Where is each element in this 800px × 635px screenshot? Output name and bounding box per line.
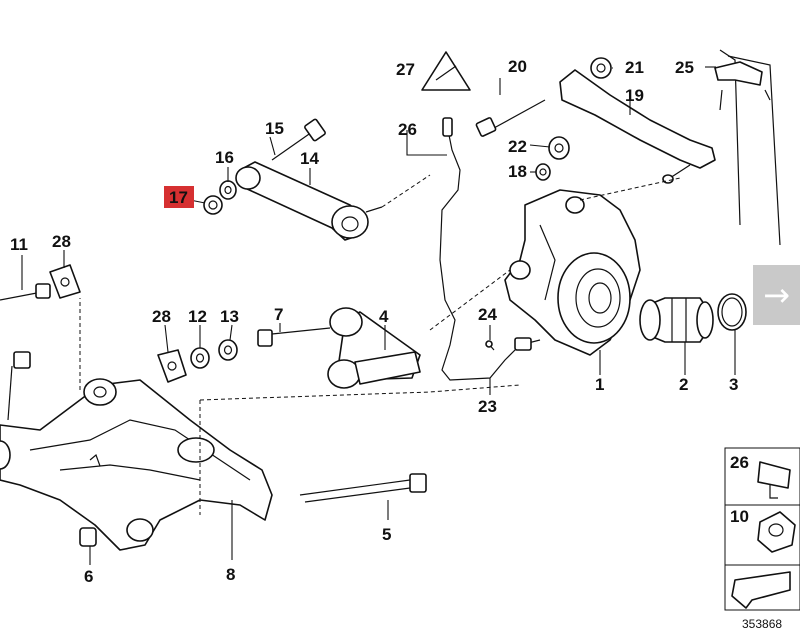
callout-7[interactable]: 7 — [274, 305, 283, 324]
callout-19[interactable]: 19 — [625, 86, 644, 105]
callout-6[interactable]: 6 — [84, 567, 93, 586]
bolt-left[interactable] — [7, 351, 31, 421]
callout-27[interactable]: 27 — [396, 60, 415, 79]
callout-17[interactable]: 17 — [169, 188, 188, 207]
snap-ring-3[interactable] — [717, 293, 747, 331]
callout-23[interactable]: 23 — [478, 397, 497, 416]
callout-15[interactable]: 15 — [265, 119, 284, 138]
callouts: 17 16 15 14 11 28 28 12 13 7 4 27 26 20 … — [10, 57, 738, 586]
callout-28b[interactable]: 28 — [152, 307, 171, 326]
callout-1[interactable]: 1 — [595, 375, 604, 394]
callout-24[interactable]: 24 — [478, 305, 497, 324]
nut-6[interactable] — [79, 527, 97, 547]
legend-panel: 26 10 — [724, 447, 800, 611]
callout-17-highlight — [164, 186, 194, 208]
callout-8[interactable]: 8 — [226, 565, 235, 584]
legend-26-label: 26 — [730, 453, 749, 472]
cable-holder-25[interactable] — [714, 49, 781, 246]
arrow-right-icon: → — [763, 276, 790, 314]
bolt-5[interactable] — [299, 473, 427, 503]
rubber-mount-21[interactable] — [590, 57, 612, 79]
link-4[interactable] — [327, 307, 421, 389]
washer-12[interactable] — [190, 347, 210, 369]
nut-17[interactable] — [203, 195, 223, 215]
callout-3[interactable]: 3 — [729, 375, 738, 394]
callout-16[interactable]: 16 — [215, 148, 234, 167]
flag-arrow-icon — [731, 571, 791, 609]
callout-2[interactable]: 2 — [679, 375, 688, 394]
control-arm-14[interactable] — [235, 161, 383, 241]
assembly-lines — [79, 174, 681, 515]
callout-26[interactable]: 26 — [398, 120, 417, 139]
bolt-7[interactable] — [257, 327, 331, 347]
bolt-20[interactable] — [475, 99, 546, 137]
rear-subframe[interactable] — [0, 378, 273, 551]
callout-12[interactable]: 12 — [188, 307, 207, 326]
callout-13[interactable]: 13 — [220, 307, 239, 326]
wheel-bearing-2[interactable] — [639, 297, 714, 343]
nut-13[interactable] — [218, 339, 238, 361]
callout-11[interactable]: 11 — [10, 235, 28, 254]
bolt-11[interactable] — [0, 283, 51, 301]
bracket-28-left[interactable] — [49, 264, 81, 299]
next-image-button[interactable]: → — [753, 265, 800, 325]
bracket-28-center[interactable] — [157, 349, 187, 383]
clip-26-icon — [757, 461, 791, 499]
callout-18[interactable]: 18 — [508, 162, 527, 181]
wheel-carrier-1[interactable] — [504, 189, 641, 356]
bolt-15[interactable] — [271, 118, 326, 161]
callout-5[interactable]: 5 — [382, 525, 391, 544]
callout-20[interactable]: 20 — [508, 57, 527, 76]
callout-28a[interactable]: 28 — [52, 232, 71, 251]
bolt-24[interactable] — [485, 340, 495, 351]
leader-lines — [21, 66, 736, 565]
rubber-mount-22[interactable] — [548, 136, 570, 160]
callout-4[interactable]: 4 — [379, 307, 389, 326]
callout-22[interactable]: 22 — [508, 137, 527, 156]
nut-10-icon — [757, 511, 796, 553]
warning-label-27[interactable] — [421, 51, 471, 91]
callout-14[interactable]: 14 — [300, 149, 319, 168]
callout-25[interactable]: 25 — [675, 58, 694, 77]
diagram-id: 353868 — [742, 617, 782, 631]
callout-21[interactable]: 21 — [625, 58, 644, 77]
legend-10-label: 10 — [730, 507, 749, 526]
sensor-lead-23[interactable] — [439, 117, 541, 381]
nut-18[interactable] — [535, 163, 551, 181]
washer-16[interactable] — [219, 180, 237, 200]
